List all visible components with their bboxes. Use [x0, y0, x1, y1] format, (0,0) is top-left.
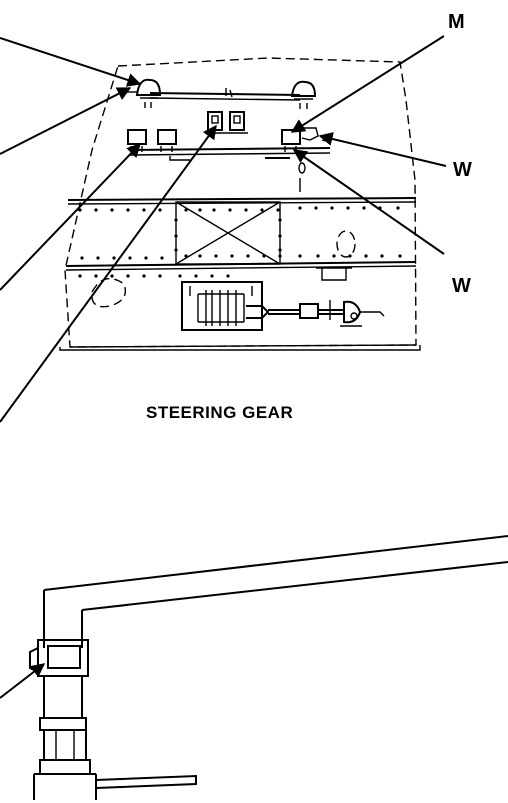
steering-gear-assembly	[59, 57, 421, 351]
callout-w-lower: W	[452, 275, 471, 297]
middle-rail	[129, 147, 331, 151]
base-tab	[95, 774, 197, 789]
tiller-arm-detail	[0, 535, 508, 800]
callout-w-upper: W	[453, 159, 472, 181]
clamp-leader	[0, 663, 46, 699]
compartment-floor	[69, 344, 417, 348]
right-access-port	[336, 230, 356, 258]
callout-m: M	[448, 11, 465, 33]
leader-m	[290, 35, 445, 133]
rivets	[78, 206, 402, 278]
upper-band	[67, 197, 417, 201]
leader-w-lower	[292, 149, 445, 255]
left-access-port	[91, 277, 127, 308]
actuator-assembly	[181, 281, 385, 331]
right-block-m	[281, 129, 301, 145]
x-braced-plate	[174, 201, 282, 265]
tiller-clamp	[37, 639, 89, 677]
leader-w-upper	[318, 132, 447, 167]
right-callouts: M W W	[290, 11, 472, 297]
figure-caption: STEERING GEAR	[146, 403, 293, 422]
right-rail-fitting	[290, 80, 317, 109]
center-block-2	[229, 111, 245, 131]
left-block-1	[127, 129, 147, 145]
upper-rail	[149, 92, 301, 96]
left-leader-lines	[0, 37, 217, 423]
left-block-2	[157, 129, 177, 145]
right-bracket-w	[301, 127, 319, 141]
clamp-window	[47, 645, 81, 669]
tiller-arm	[43, 535, 508, 591]
